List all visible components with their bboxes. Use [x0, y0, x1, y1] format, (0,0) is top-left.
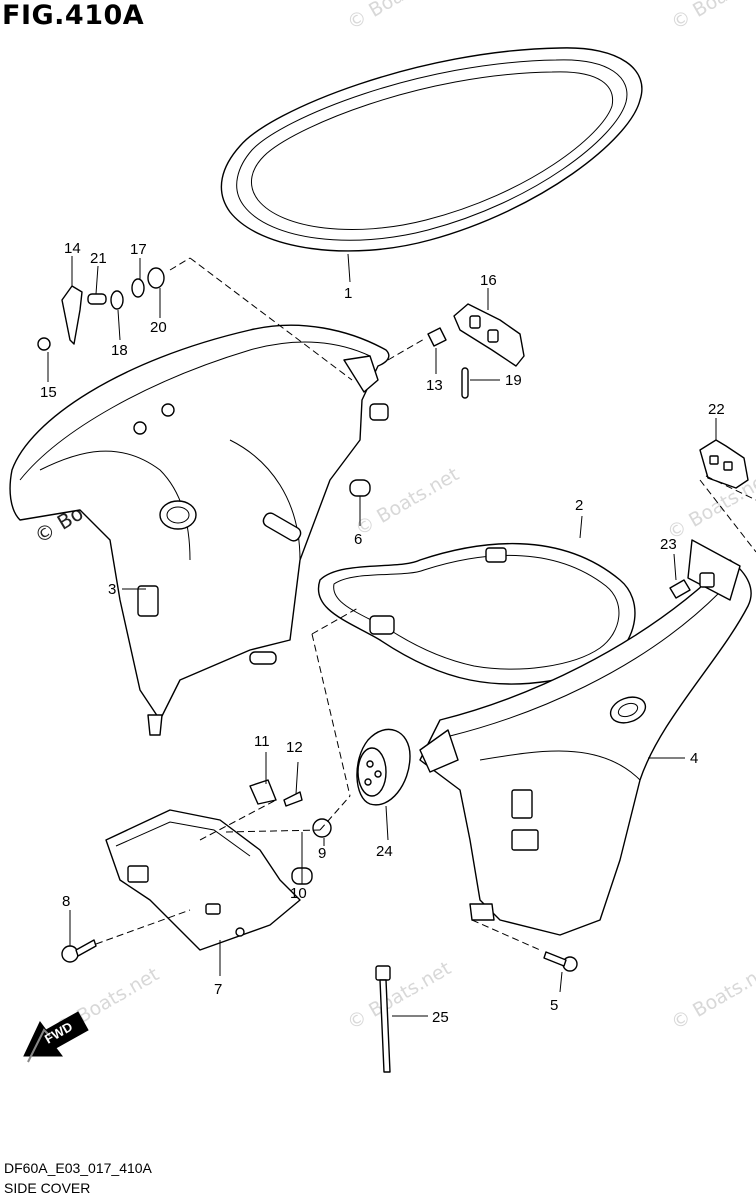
watermark: © Boats.net [668, 957, 756, 1034]
callout-5: 5 [550, 997, 558, 1014]
callout-24: 24 [376, 843, 393, 860]
part-20-bushing [147, 267, 165, 289]
callout-4: 4 [690, 750, 698, 767]
callout-13: 13 [426, 377, 443, 394]
callout-19: 19 [505, 372, 522, 389]
part-19-pin [461, 367, 469, 399]
part-23-screw [669, 579, 691, 599]
part-1-seal [220, 47, 643, 252]
figure-code: DF60A_E03_017_410A [4, 1160, 152, 1176]
callout-10: 10 [290, 885, 307, 902]
callout-2: 2 [575, 497, 583, 514]
callout-labels: 1 2 3 4 5 6 7 8 9 10 11 12 13 14 15 16 1… [40, 240, 725, 1026]
part-8-bolt [61, 945, 79, 963]
part-6-grommet [349, 479, 371, 497]
part-13-bolt [427, 327, 447, 347]
callout-23: 23 [660, 536, 677, 553]
part-24-grommet [356, 728, 411, 806]
part-18-washer [110, 290, 124, 310]
callout-14: 14 [64, 240, 81, 257]
callout-15: 15 [40, 384, 57, 401]
part-15-bolt [37, 337, 51, 351]
callout-16: 16 [480, 272, 497, 289]
watermark: © Boats.net [668, 0, 756, 34]
watermark: © Boats.net [344, 0, 455, 34]
callout-20: 20 [150, 319, 167, 336]
callout-9: 9 [318, 845, 326, 862]
callout-7: 7 [214, 981, 222, 998]
leader-lines [47, 253, 756, 1017]
small-parts [37, 267, 691, 1073]
callout-22: 22 [708, 401, 725, 418]
callout-1: 1 [344, 285, 352, 302]
callout-3: 3 [108, 581, 116, 598]
callout-11: 11 [254, 733, 270, 750]
callout-12: 12 [286, 739, 303, 756]
callout-17: 17 [130, 241, 147, 258]
part-21-collar [87, 293, 107, 305]
callout-25: 25 [432, 1009, 449, 1026]
part-14-bracket [61, 285, 83, 345]
figure-title: FIG.410A [2, 0, 145, 31]
part-17-washer [131, 278, 145, 298]
callout-8: 8 [62, 893, 70, 910]
watermark: © Boats.net [352, 463, 463, 540]
part-4-side-cover [419, 539, 752, 936]
part-12-screw [283, 791, 303, 807]
callout-21: 21 [90, 250, 107, 267]
part-11-clip [249, 779, 277, 805]
part-22-clip [699, 439, 749, 489]
part-2-seal [317, 542, 636, 685]
part-7-front-cover [105, 809, 301, 951]
callout-6: 6 [354, 531, 362, 548]
part-16-bracket [453, 303, 525, 367]
callout-18: 18 [111, 342, 128, 359]
part-3-side-cover [9, 324, 390, 736]
part-25-cable-tie [375, 965, 391, 981]
figure-name: SIDE COVER [4, 1180, 91, 1196]
